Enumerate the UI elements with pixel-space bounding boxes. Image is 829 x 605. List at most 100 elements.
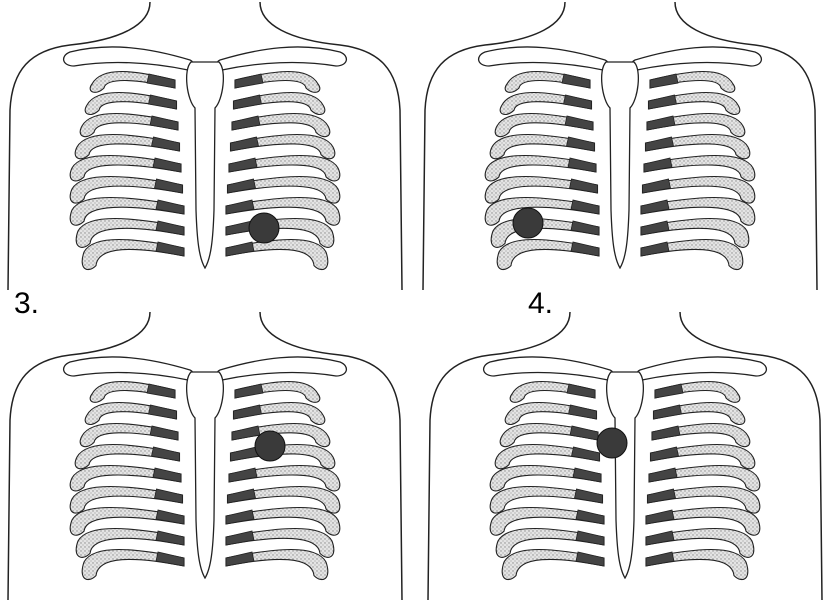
- costal-cartilage-right-3: [232, 116, 260, 130]
- costal-cartilage-left-8: [156, 221, 184, 235]
- costal-cartilage-left-9: [156, 242, 184, 256]
- costal-cartilage-right-7: [226, 510, 254, 524]
- costal-cartilage-left-2: [569, 405, 597, 419]
- costal-cartilage-right-7: [646, 510, 674, 524]
- costal-cartilage-left-6: [155, 179, 183, 193]
- costal-cartilage-right-5: [229, 158, 257, 172]
- costal-cartilage-left-7: [571, 200, 599, 214]
- costal-cartilage-right-5: [649, 468, 677, 482]
- right-clavicle: [216, 47, 346, 70]
- costal-cartilage-left-1: [567, 384, 595, 398]
- costal-cartilage-left-6: [575, 489, 603, 503]
- costal-cartilage-left-9: [576, 552, 604, 566]
- costal-cartilage-right-6: [228, 179, 256, 193]
- costal-cartilage-right-2: [654, 405, 682, 419]
- costal-cartilage-right-2: [649, 95, 677, 109]
- left-clavicle: [484, 357, 614, 380]
- rib-cage-figure: [0, 0, 410, 290]
- rib-right-9: [226, 240, 328, 270]
- figure-label-4: 4.: [528, 289, 553, 319]
- costal-cartilage-right-3: [232, 426, 260, 440]
- costal-cartilage-right-7: [641, 200, 669, 214]
- costal-cartilage-right-8: [641, 221, 669, 235]
- costal-cartilage-right-1: [235, 384, 263, 398]
- rib-right-9: [646, 550, 748, 580]
- costal-cartilage-left-4: [152, 137, 180, 151]
- rib-left-9: [82, 550, 184, 580]
- rib-left-9: [502, 550, 604, 580]
- costal-cartilage-right-4: [231, 137, 259, 151]
- costal-cartilage-left-1: [562, 74, 590, 88]
- costal-cartilage-right-9: [641, 242, 669, 256]
- costal-cartilage-left-1: [147, 384, 175, 398]
- left-clavicle: [64, 357, 194, 380]
- costal-cartilage-left-3: [150, 116, 178, 130]
- costal-cartilage-left-4: [572, 447, 600, 461]
- sternum: [607, 372, 644, 578]
- chest-diagram-panel-1: [0, 0, 410, 290]
- rib-right-9: [226, 550, 328, 580]
- right-clavicle: [216, 357, 346, 380]
- costal-cartilage-left-4: [152, 447, 180, 461]
- position-marker: [249, 213, 279, 243]
- costal-cartilage-right-2: [234, 95, 262, 109]
- costal-cartilage-left-2: [149, 405, 177, 419]
- figure-label-3: 3.: [14, 289, 39, 319]
- costal-cartilage-left-5: [153, 468, 181, 482]
- costal-cartilage-right-4: [651, 447, 679, 461]
- costal-cartilage-right-1: [655, 384, 683, 398]
- sternum: [187, 372, 224, 578]
- left-clavicle: [479, 47, 609, 70]
- costal-cartilage-right-4: [646, 137, 674, 151]
- costal-cartilage-right-2: [234, 405, 262, 419]
- rib-cage-figure: [420, 310, 829, 600]
- costal-cartilage-left-9: [571, 242, 599, 256]
- costal-cartilage-right-8: [646, 531, 674, 545]
- costal-cartilage-left-5: [153, 158, 181, 172]
- costal-cartilage-left-8: [571, 221, 599, 235]
- rib-cage-figure: [0, 310, 410, 600]
- rib-left-9: [497, 240, 599, 270]
- costal-cartilage-left-2: [149, 95, 177, 109]
- costal-cartilage-right-9: [646, 552, 674, 566]
- left-clavicle: [64, 47, 194, 70]
- costal-cartilage-right-8: [226, 531, 254, 545]
- costal-cartilage-left-7: [576, 510, 604, 524]
- costal-cartilage-left-8: [576, 531, 604, 545]
- costal-cartilage-right-1: [235, 74, 263, 88]
- costal-cartilage-right-5: [644, 158, 672, 172]
- costal-cartilage-right-1: [650, 74, 678, 88]
- costal-cartilage-left-8: [156, 531, 184, 545]
- costal-cartilage-right-9: [226, 242, 254, 256]
- chest-diagram-panel-4: [420, 310, 829, 600]
- sternum: [187, 62, 224, 268]
- costal-cartilage-left-5: [568, 158, 596, 172]
- costal-cartilage-left-3: [570, 426, 598, 440]
- costal-cartilage-left-7: [156, 200, 184, 214]
- rib-right-9: [641, 240, 743, 270]
- costal-cartilage-right-7: [226, 200, 254, 214]
- right-clavicle: [636, 357, 766, 380]
- costal-cartilage-right-3: [647, 116, 675, 130]
- costal-cartilage-right-6: [648, 489, 676, 503]
- costal-cartilage-left-5: [573, 468, 601, 482]
- costal-cartilage-left-2: [564, 95, 592, 109]
- costal-cartilage-right-3: [652, 426, 680, 440]
- costal-cartilage-right-6: [228, 489, 256, 503]
- costal-cartilage-right-6: [643, 179, 671, 193]
- costal-cartilage-right-5: [229, 468, 257, 482]
- costal-cartilage-right-4: [231, 447, 259, 461]
- costal-cartilage-left-3: [150, 426, 178, 440]
- costal-cartilage-left-3: [565, 116, 593, 130]
- position-marker: [597, 428, 627, 458]
- costal-cartilage-left-6: [570, 179, 598, 193]
- position-marker: [513, 208, 543, 238]
- rib-left-9: [82, 240, 184, 270]
- position-marker: [255, 431, 285, 461]
- costal-cartilage-right-9: [226, 552, 254, 566]
- costal-cartilage-left-7: [156, 510, 184, 524]
- right-clavicle: [631, 47, 761, 70]
- sternum: [602, 62, 639, 268]
- rib-cage-figure: [415, 0, 825, 290]
- costal-cartilage-left-4: [567, 137, 595, 151]
